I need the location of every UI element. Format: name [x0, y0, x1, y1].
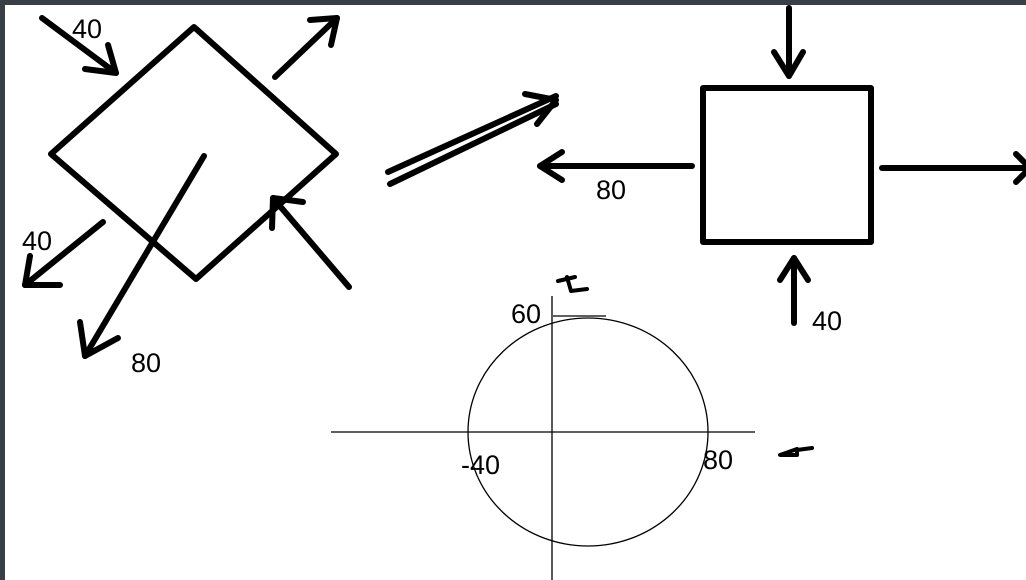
arrow-bottom-inward — [777, 255, 811, 326]
drawing-paper — [5, 5, 1026, 580]
arrow-top-inward — [771, 5, 806, 79]
arrow-bottom-right-inward — [269, 195, 352, 290]
label-60: 60 — [511, 299, 541, 329]
label-80-bottom: 80 — [131, 348, 161, 378]
label-40-bottom: 40 — [812, 306, 842, 336]
square-element — [700, 85, 874, 245]
arrow-center-down-left — [77, 153, 207, 359]
label-80-left: 80 — [596, 175, 626, 205]
arrow-left-outward-right-element — [537, 149, 695, 183]
mohr-circle — [467, 317, 709, 547]
label-minus-40: -40 — [461, 450, 500, 480]
arrow-left-outward — [22, 219, 106, 288]
label-40-top-left: 40 — [72, 14, 102, 44]
mohr-circle-diagram: 60 -40 80 — [331, 275, 814, 580]
label-80-sigma: 80 — [703, 445, 733, 475]
rotated-square — [48, 24, 339, 282]
principal-stress-element: 80 40 — [537, 5, 1026, 336]
tau-axis-symbol — [556, 275, 589, 293]
rotated-stress-element: 40 40 80 — [22, 14, 352, 378]
double-arrow-transform — [385, 91, 559, 187]
sigma-axis-symbol — [778, 446, 814, 457]
arrow-top-left-inward — [39, 15, 119, 76]
arrow-right-outward — [879, 151, 1026, 185]
arrow-top-right-outward — [272, 15, 340, 80]
label-40-left: 40 — [22, 226, 52, 256]
